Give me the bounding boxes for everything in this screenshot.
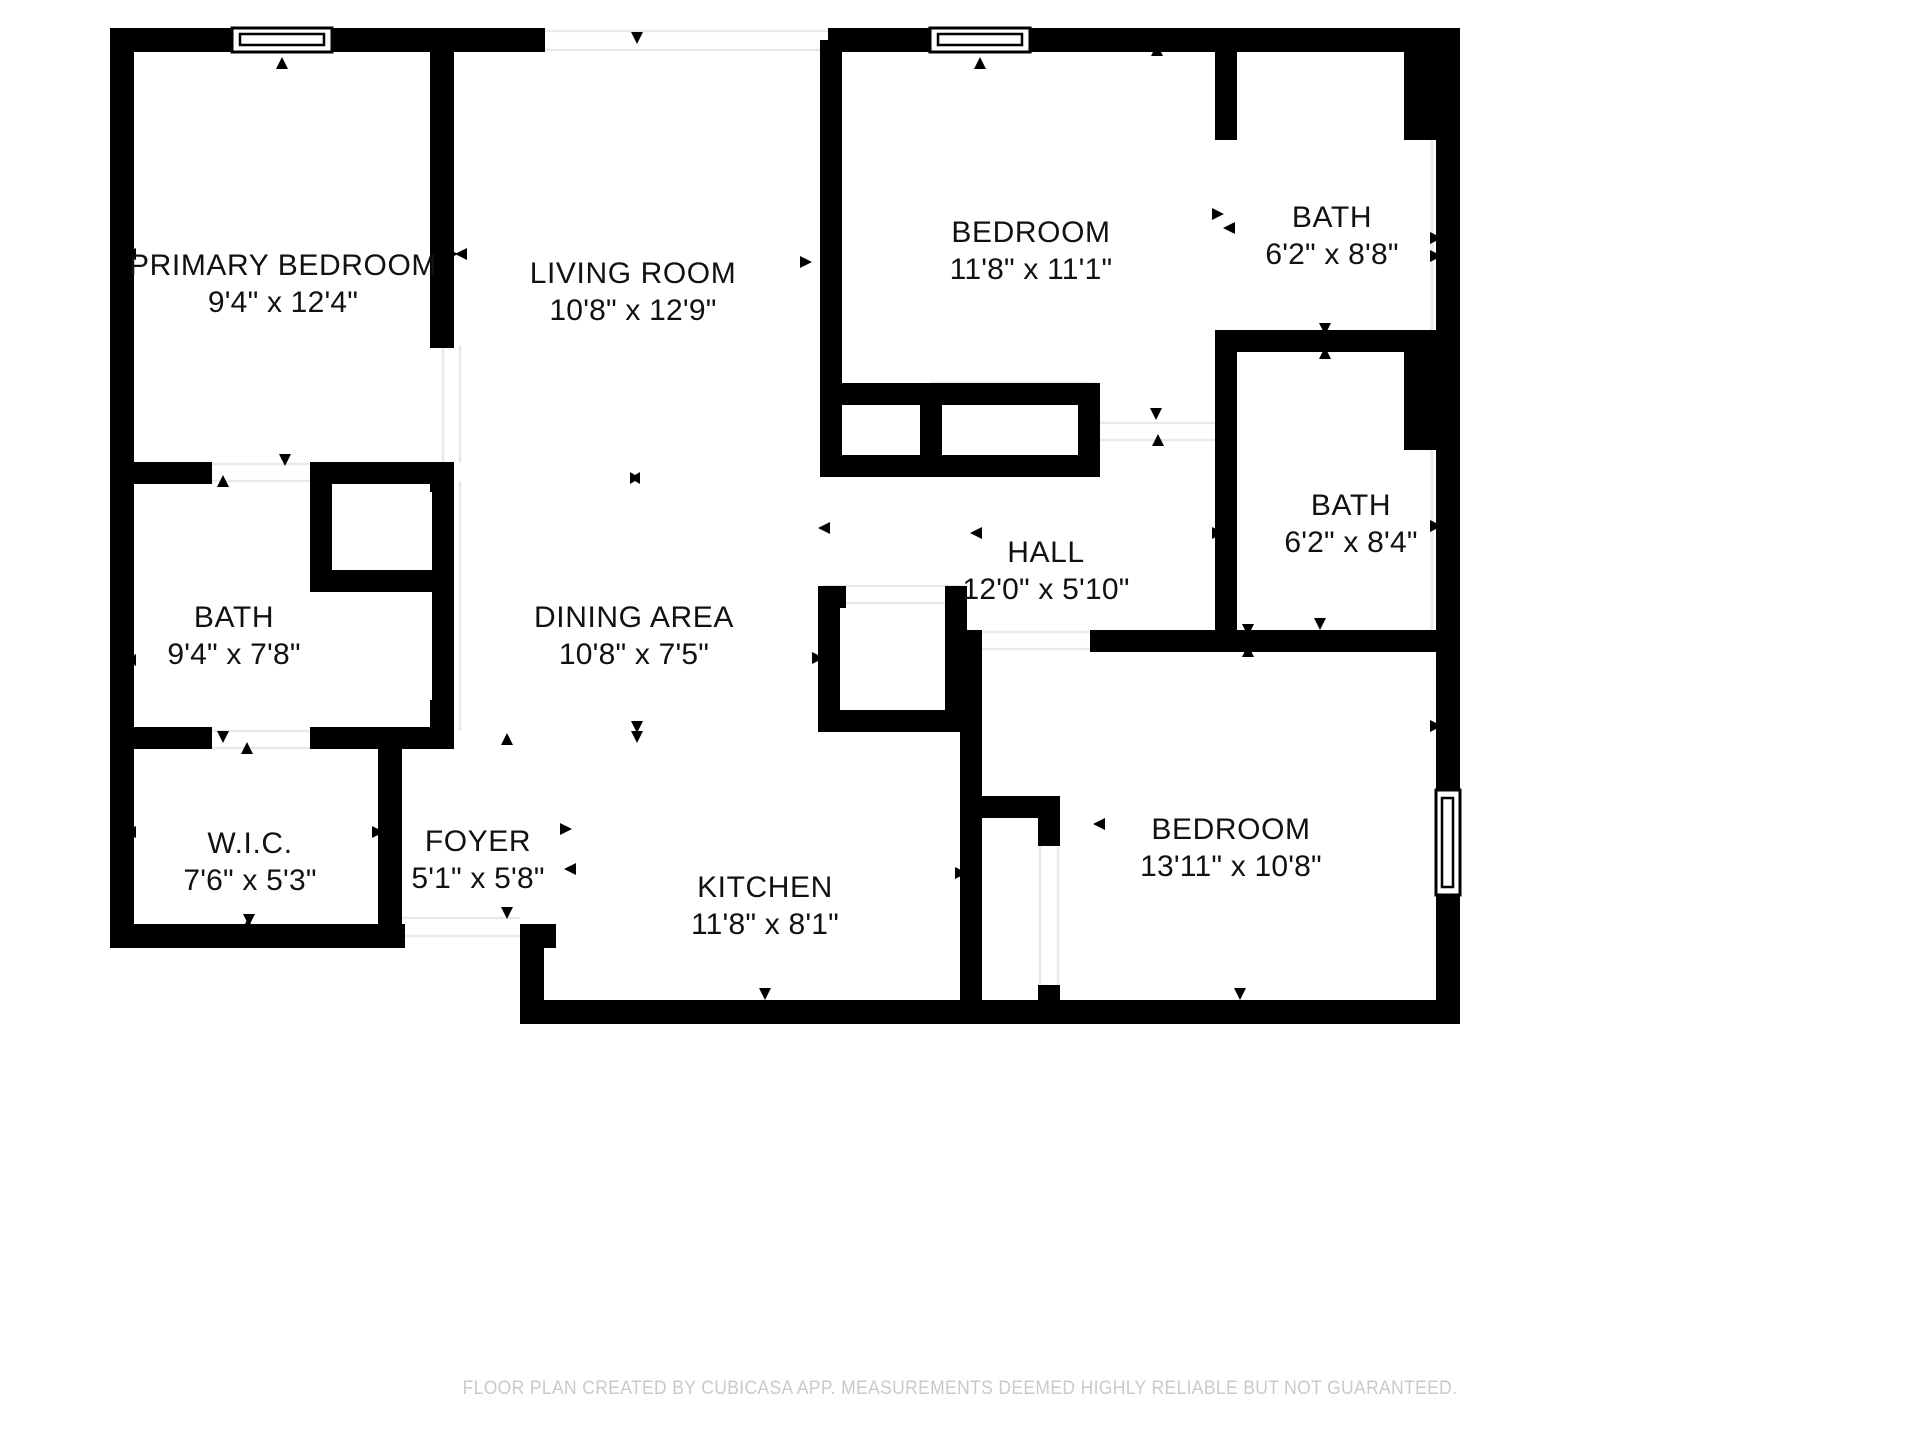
wall-geometry [110, 28, 1460, 1024]
footer-disclaimer: FLOOR PLAN CREATED BY CUBICASA APP. MEAS… [462, 1378, 1458, 1399]
dimension-arrow-markers [124, 32, 1460, 1020]
window-symbols [230, 26, 1462, 897]
bowtie-marker [630, 472, 640, 484]
